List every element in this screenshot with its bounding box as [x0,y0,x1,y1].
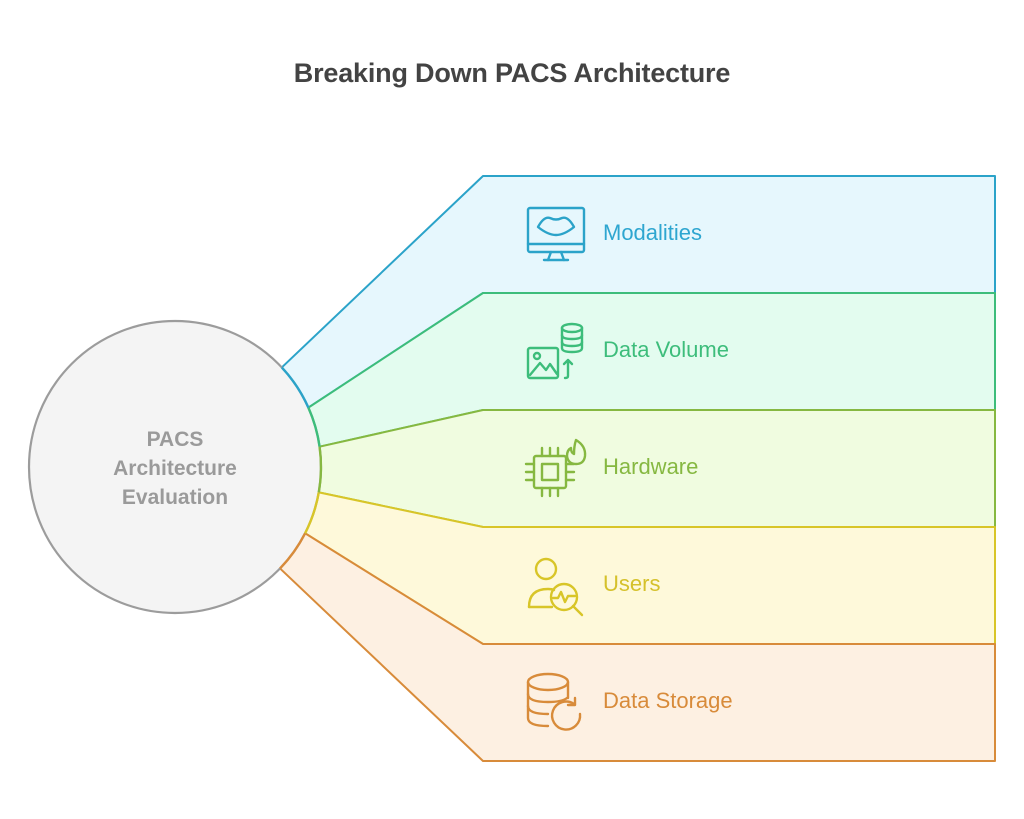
band-arc [304,492,320,534]
band-label-data-volume: Data Volume [603,337,729,362]
monitor-ultrasound-icon [524,202,588,266]
arc-layer [279,366,323,570]
diagram-title: Breaking Down PACS Architecture [293,58,731,88]
center-label-line: PACS [146,428,204,451]
center-label-line: Evaluation [121,486,229,509]
image-database-upload-icon [524,320,588,384]
band-label-data-storage: Data Storage [603,688,733,713]
band-label-users: Users [603,571,661,596]
database-refresh-icon [524,670,588,734]
band-label-hardware: Hardware [603,454,699,479]
band-label-modalities: Modalities [603,220,703,245]
center-label: PACS Architecture Evaluation [75,425,275,512]
band-arc [280,366,310,409]
band-arc [307,407,321,447]
user-search-icon [524,553,588,617]
band-arc [317,446,323,493]
center-label-line: Architecture [113,457,237,480]
band-arc [279,532,307,570]
chip-flame-icon [524,436,588,500]
